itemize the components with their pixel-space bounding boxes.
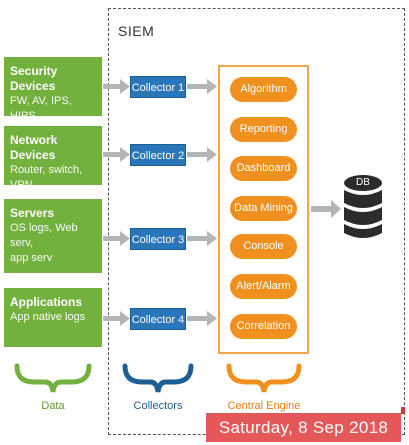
source-detail: app serv bbox=[10, 252, 53, 264]
source-servers: Servers OS logs, Web serv, app serv bbox=[4, 199, 102, 273]
date-badge: Saturday, 8 Sep 2018 bbox=[206, 413, 401, 442]
arrow-head bbox=[207, 311, 217, 326]
source-detail: Router, switch, VPN bbox=[10, 164, 83, 191]
arrow-shaft bbox=[187, 236, 207, 241]
source-detail: OS logs, Web serv, bbox=[10, 222, 78, 249]
engine-item-reporting: Reporting bbox=[230, 117, 297, 142]
data-brace-icon bbox=[14, 363, 92, 393]
arrow-head bbox=[120, 311, 130, 326]
collector-2: Collector 2 bbox=[130, 144, 186, 166]
database-icon bbox=[344, 175, 382, 238]
arrow-shaft bbox=[103, 236, 120, 241]
label-central-engine: Central Engine bbox=[227, 400, 301, 412]
source-detail: FW, AV, IPS, HIPS, ... bbox=[10, 95, 72, 122]
arrow-shaft bbox=[103, 316, 120, 321]
source-applications: Applications App native logs bbox=[4, 288, 102, 347]
source-title: Servers bbox=[10, 206, 55, 220]
engine-item-alert-alarm: Alert/Alarm bbox=[230, 274, 297, 299]
arrow-shaft bbox=[187, 316, 207, 321]
arrow-head bbox=[120, 147, 130, 162]
collector-4: Collector 4 bbox=[130, 308, 186, 330]
arrow-head bbox=[331, 200, 341, 218]
source-title: Network Devices bbox=[10, 133, 58, 162]
arrow-shaft bbox=[187, 152, 207, 157]
arrow-head bbox=[120, 231, 130, 246]
source-security-devices: Security Devices FW, AV, IPS, HIPS, ... bbox=[4, 57, 102, 122]
arrow-head bbox=[207, 79, 217, 94]
arrow-head bbox=[207, 147, 217, 162]
source-title: Applications bbox=[10, 295, 83, 309]
db-label: DB bbox=[356, 177, 370, 188]
engine-item-console: Console bbox=[230, 234, 297, 259]
arrow-shaft bbox=[103, 152, 120, 157]
engine-brace-icon bbox=[226, 363, 302, 393]
engine-item-algorithm: Algorithm bbox=[230, 77, 297, 102]
engine-item-data-mining: Data Mining bbox=[230, 196, 297, 221]
label-data: Data bbox=[41, 400, 65, 412]
arrow-shaft bbox=[103, 84, 120, 89]
source-detail: App native logs bbox=[10, 311, 86, 323]
label-collectors: Collectors bbox=[133, 400, 183, 412]
source-title: Security Devices bbox=[10, 64, 58, 93]
marker-dot bbox=[401, 407, 405, 414]
siem-title: SIEM bbox=[118, 23, 155, 39]
arrow-shaft bbox=[187, 84, 207, 89]
arrow-head bbox=[207, 231, 217, 246]
collector-3: Collector 3 bbox=[130, 228, 186, 250]
engine-item-correlation: Correlation bbox=[230, 314, 297, 339]
engine-item-dashboard: Dashboard bbox=[230, 156, 297, 181]
arrow-head bbox=[120, 79, 130, 94]
collectors-brace-icon bbox=[122, 363, 194, 393]
collector-1: Collector 1 bbox=[130, 76, 186, 98]
arrow-shaft bbox=[311, 206, 331, 212]
source-network-devices: Network Devices Router, switch, VPN bbox=[4, 126, 102, 191]
